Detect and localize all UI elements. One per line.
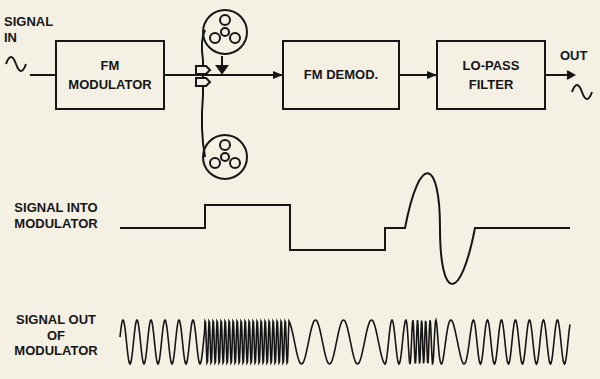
signal-label: SIGNAL IN: [4, 14, 54, 45]
playback-head: [196, 78, 210, 86]
signal-connector: [400, 74, 436, 76]
output-arrowhead: [567, 71, 574, 79]
process-box: FM DEMOD.: [282, 40, 400, 110]
tape-reel: [203, 10, 247, 54]
record-head: [196, 66, 210, 74]
input-wire: [30, 74, 55, 76]
signal-connector: [165, 74, 282, 76]
fm-signal-trace: [120, 320, 570, 364]
process-box: FM MODULATOR: [55, 40, 165, 110]
box-label: LO-PASS FILTER: [444, 56, 538, 95]
output-wave: [572, 85, 592, 99]
box-label: FM MODULATOR: [63, 56, 157, 95]
signal-label: SIGNAL INTO MODULATOR: [6, 200, 106, 231]
process-box: LO-PASS FILTER: [436, 40, 546, 110]
input-signal-trace: [120, 173, 570, 284]
tape-direction-head: [217, 66, 227, 73]
box-label: FM DEMOD.: [304, 65, 378, 85]
signal-label: SIGNAL OUT OF MODULATOR: [6, 312, 106, 359]
signal-label: OUT: [560, 48, 596, 64]
magnetic-tape: [202, 30, 205, 157]
input-wave: [6, 57, 26, 71]
tape-reel: [203, 135, 247, 179]
